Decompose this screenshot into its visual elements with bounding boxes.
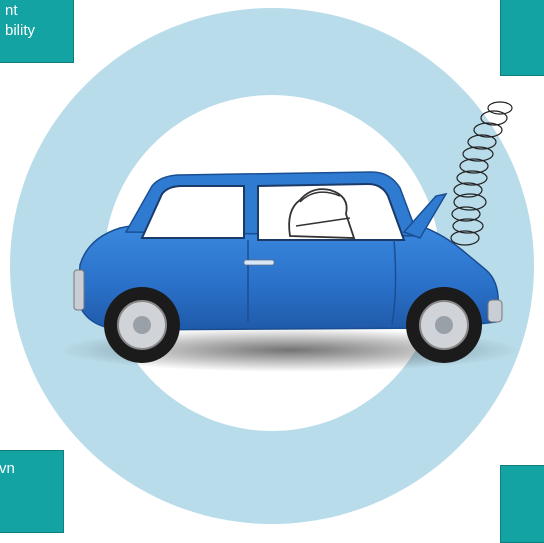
bottom-left-label-box: vn xyxy=(0,450,64,533)
bottom-left-text: vn xyxy=(0,460,15,477)
top-left-line-2: bility xyxy=(5,21,67,41)
top-right-label-box xyxy=(500,0,544,76)
smoke-icon xyxy=(451,102,512,245)
top-left-label-box: nt bility xyxy=(0,0,74,63)
top-left-line-1: nt xyxy=(5,1,67,21)
door-handle xyxy=(244,260,274,265)
rear-bumper xyxy=(74,270,84,310)
bottom-right-label-box xyxy=(500,465,544,543)
front-bumper xyxy=(488,300,502,322)
rear-wheel xyxy=(104,287,180,363)
front-wheel xyxy=(406,287,482,363)
